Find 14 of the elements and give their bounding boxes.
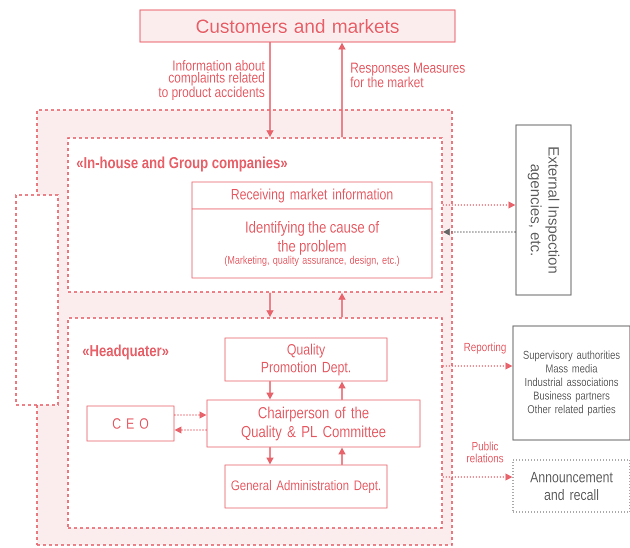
agency-box: External Inspection agencies, etc. [516,124,572,296]
process-box: C E O [86,406,174,442]
edge-label: Responses Measures for the market [350,62,465,88]
header-box: Customers and markets [140,10,456,42]
process-box: Receiving market information [192,182,432,210]
edge-label: Information about complaints related to product accidents [158,60,265,100]
edge-label: Public relations [467,442,504,462]
vertical-tab [15,194,59,406]
recipient-box: Announcement and recall [512,460,630,512]
process-box: General Administration Dept. [224,464,388,508]
process-box: Chairperson of the Quality & PL Committee [206,400,420,448]
process-box: Quality Promotion Dept. [224,338,388,382]
recipient-box: Supervisory authorities Mass media Industrial associations Business partners Other related parties [512,326,630,440]
edge-label: Reporting [464,342,506,354]
